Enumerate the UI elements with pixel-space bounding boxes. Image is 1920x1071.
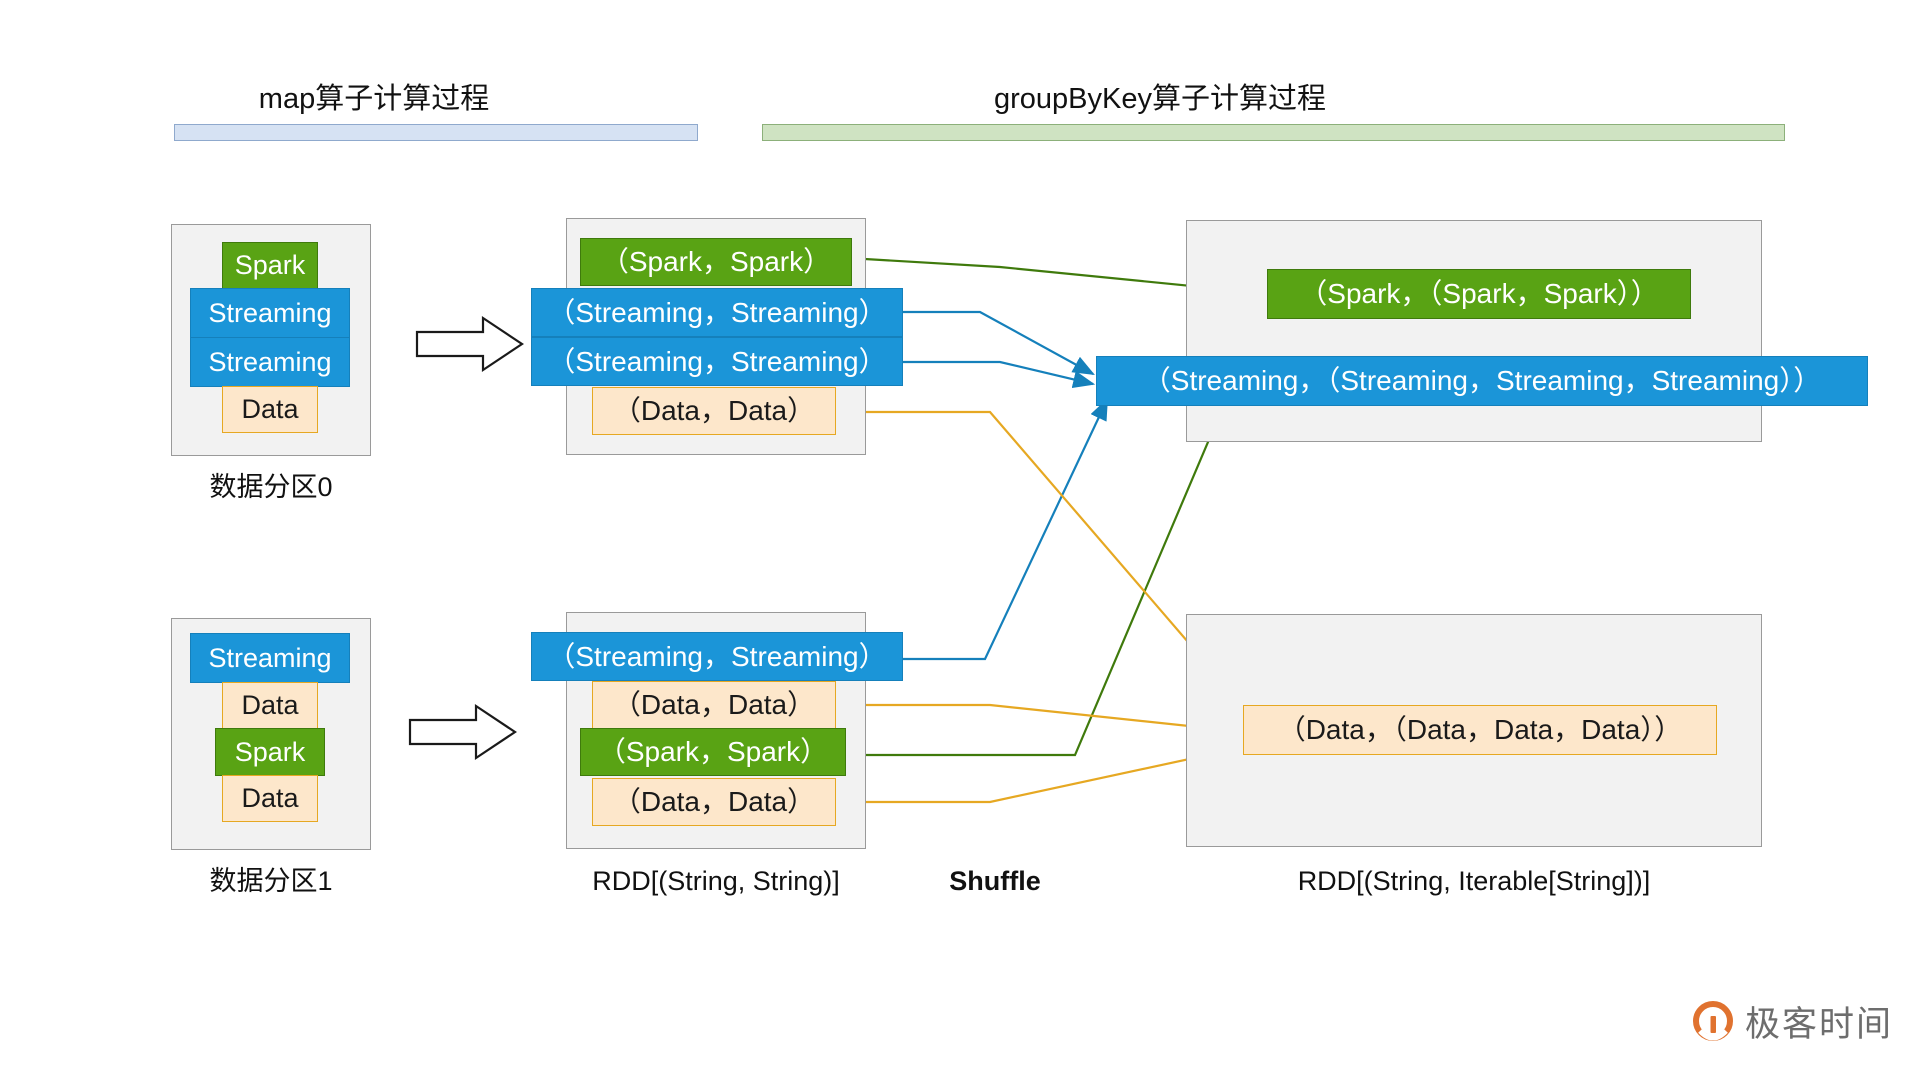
partition1-chip-2: Spark	[215, 728, 325, 776]
arrow-data-p1-b	[836, 742, 1248, 804]
rdd-map-chip-1-3: （Data，Data）	[592, 778, 836, 826]
rdd-map-chip-0-2: （Streaming，Streaming）	[531, 337, 903, 386]
header-bar-groupbykey	[762, 124, 1785, 141]
partition0-chip-2: Streaming	[190, 337, 350, 387]
rdd-group-chip-1-0: （Data，（Data，Data，Data））	[1243, 705, 1717, 755]
partition0-chip-3: Data	[222, 386, 318, 433]
map-block-arrow-top	[415, 315, 525, 373]
partition1-chip-3: Data	[222, 775, 318, 822]
rdd-group-panel-0	[1186, 220, 1762, 442]
arrow-streaming-p0-a	[900, 310, 1095, 376]
rdd-map-chip-0-0: （Spark，Spark）	[580, 238, 852, 286]
partition0-chip-1: Streaming	[190, 288, 350, 338]
partition1-chip-0: Streaming	[190, 633, 350, 683]
map-block-arrow-bottom	[408, 703, 518, 761]
rdd-group-chip-0-0: （Spark，（Spark，Spark））	[1267, 269, 1691, 319]
arrow-streaming-p1	[903, 398, 1108, 661]
rdd-map-chip-1-1: （Data，Data）	[592, 681, 836, 729]
rdd-map-caption: RDD[(String, String)]	[592, 866, 840, 896]
header-bar-map	[174, 124, 698, 141]
watermark-text: 极客时间	[1745, 1005, 1894, 1044]
partition0-caption: 数据分区0	[209, 472, 333, 502]
rdd-map-chip-1-0: （Streaming，Streaming）	[531, 632, 903, 681]
section-title-map: map算子计算过程	[258, 83, 490, 115]
shuffle-label: Shuffle	[949, 866, 1041, 896]
rdd-group-chip-0-1: （Streaming，（Streaming，Streaming，Streamin…	[1096, 356, 1868, 406]
arrow-streaming-p0-b	[900, 360, 1096, 389]
partition1-caption: 数据分区1	[209, 866, 333, 896]
section-title-groupbykey: groupByKey算子计算过程	[994, 83, 1326, 115]
watermark: 极客时间	[1692, 1001, 1893, 1048]
partition0-chip-0: Spark	[222, 242, 318, 289]
rdd-map-chip-0-1: （Streaming，Streaming）	[531, 288, 903, 337]
geekbang-logo-icon	[1692, 1001, 1734, 1048]
partition1-chip-1: Data	[222, 682, 318, 729]
rdd-group-caption: RDD[(String, Iterable[String])]	[1297, 866, 1651, 896]
rdd-map-chip-1-2: （Spark，Spark）	[580, 728, 846, 776]
rdd-map-chip-0-3: （Data，Data）	[592, 387, 836, 435]
